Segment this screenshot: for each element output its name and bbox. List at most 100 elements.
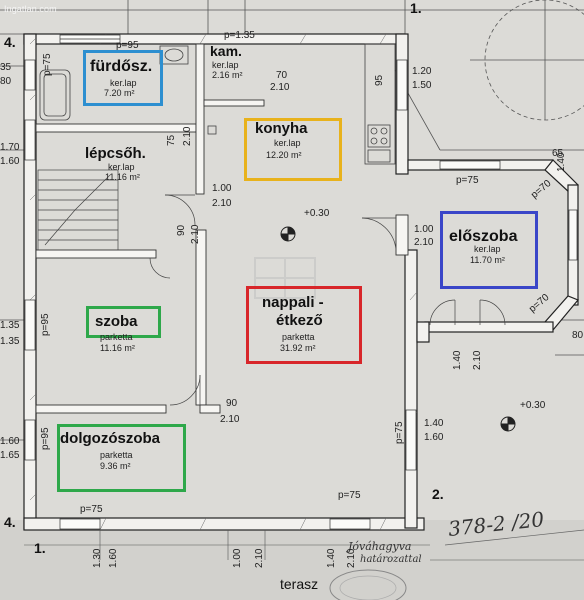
approval-text-2: határozattal [360,554,422,565]
entrance-hall-area: 11.70 m² [470,255,505,265]
room-area: 11.16 m² [100,343,135,353]
dim-140-b: 1.40 [452,350,463,370]
pantry-name: kam. [210,43,242,59]
living-dining-name: nappali - [262,294,324,311]
dim-p75-r: p=75 [394,421,405,444]
dim-210-hall: 2.10 [212,198,232,209]
dim-p95-top: p=95 [116,40,139,51]
kitchen-floor: ker.lap [274,138,301,148]
dim-150: 1.50 [412,80,432,91]
watermark-logo [254,257,316,299]
staircase-name: lépcsőh. [85,145,146,162]
dim-140-bb: 1.40 [326,548,337,568]
axis-label-4-top: 4. [4,34,16,50]
dim-140-r: 1.40 [424,418,444,429]
approval-stamp [329,529,584,600]
dim-160-l: 1.60 [0,436,20,447]
bottom-dimension-lines [24,530,584,561]
dim-80-left: 80 [0,76,12,87]
kitchen-highlight-box [244,118,342,181]
dim-160-r: 1.60 [424,432,444,443]
dim-p75-dolg: p=75 [80,504,103,515]
entrance-hall-highlight-box [440,211,538,289]
dim-165-l: 1.65 [0,450,20,461]
axis-label-1-bottom: 1. [34,540,46,556]
dim-210-b: 2.10 [472,350,483,370]
dim-p75-nap: p=75 [338,490,361,501]
room-floor: parketta [100,332,133,342]
axis-label-1-top: 1. [410,0,422,16]
dim-p135: p=1.35 [224,30,255,41]
pantry-area: 2.16 m² [212,70,243,80]
dim-210-lep: 2.10 [182,126,193,146]
door-swings [149,194,506,406]
bathroom-floor: ker.lap [110,78,137,88]
entrance-hall-floor: ker.lap [474,244,501,254]
kitchen-name: konyha [255,120,308,137]
pantry-floor: ker.lap [212,60,239,70]
staircase [37,169,119,251]
room-name: szoba [95,313,138,330]
dim-130: 1.30 [92,548,103,568]
dim-140-elo: 1.40 [556,152,567,172]
site-lines [0,0,584,441]
dim-95-kony: 95 [374,74,385,86]
dim-35-left: 35 [0,62,12,73]
dim-100-b: 1.00 [232,548,243,568]
study-highlight-box [57,424,186,492]
dim-135-left-2: 1.35 [0,336,20,347]
dim-p95-dolg: p=95 [40,427,51,450]
dim-160: 1.60 [0,156,20,167]
dim-170: 1.70 [0,142,20,153]
kitchen-counter [207,43,396,165]
kitchen-area: 12.20 m² [266,150,302,160]
dim-210-b2: 2.10 [254,548,265,568]
living-dining-area: 31.92 m² [280,343,316,353]
axis-label-4-bottom: 4. [4,514,16,530]
staircase-floor: ker.lap [108,162,135,172]
dim-100-elo: 1.00 [414,224,434,235]
dim-160-b: 1.60 [108,548,119,568]
dim-210-elo: 2.10 [414,237,434,248]
dim-210-v: 2.10 [190,224,201,244]
room-highlight-box [86,306,161,338]
bathroom-highlight-box [83,50,163,106]
living-dining-name-2: étkező [276,312,323,329]
windows [24,34,578,530]
dim-210-kam: 2.10 [270,82,290,93]
bathroom-fixtures [39,45,189,121]
study-floor: parketta [100,450,133,460]
level-label-entrance: +0.30 [520,400,546,411]
staircase-area: 11.16 m² [105,172,140,182]
approval-text: Jóváhagyva [348,540,412,553]
interior-walls [35,43,409,414]
bathroom-area: 7.20 m² [104,88,135,98]
dim-p75-bath: p=75 [42,53,53,76]
axis-label-2-right: 2. [432,486,444,502]
dim-p75-elo: p=75 [456,175,479,186]
dim-p95-szoba: p=95 [40,313,51,336]
dim-120: 1.20 [412,66,432,77]
terrace-label: terasz [280,576,319,592]
dim-65: 65 [552,148,564,159]
study-area: 9.36 m² [100,461,131,471]
dim-135-left: 1.35 [0,320,20,331]
dim-75-lep: 75 [166,134,177,146]
dim-210-h: 2.10 [220,414,240,425]
level-label-living: +0.30 [304,208,330,219]
dim-210-bb: 2.10 [346,548,357,568]
dim-90-v: 90 [176,224,187,236]
entrance-hall-name: előszoba [449,228,518,245]
dim-90-h: 90 [226,398,238,409]
living-dining-floor: parketta [282,332,315,342]
watermark-text: Ingatlan.com [4,4,57,14]
bathroom-name: fürdősz. [90,58,153,75]
level-markers [280,226,516,432]
dim-70-kam: 70 [276,70,288,81]
study-name: dolgozószoba [60,430,160,447]
living-dining-highlight-box [246,286,362,364]
dim-80-r: 80 [572,330,584,341]
dim-100: 1.00 [212,183,232,194]
